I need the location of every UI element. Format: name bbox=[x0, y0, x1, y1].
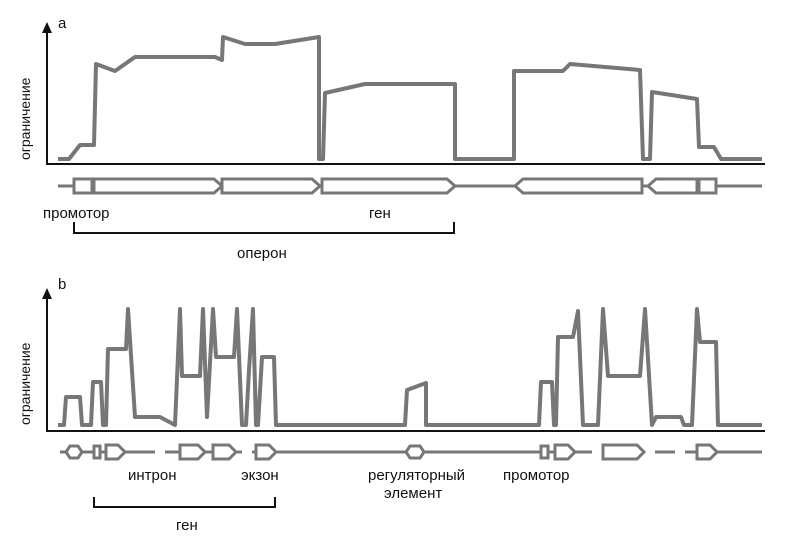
panel-a-axes: ограничение bbox=[17, 22, 765, 165]
panel-b-regulatory-label-line2: элемент bbox=[384, 485, 442, 502]
panel-b-letter: b bbox=[58, 276, 66, 293]
panel-b-exon-7 bbox=[695, 443, 720, 461]
panel-b-exon-4 bbox=[254, 443, 279, 461]
panel-a-y-axis-arrow bbox=[42, 22, 52, 33]
panel-a-gene-3 bbox=[320, 177, 458, 195]
panel-a-y-axis-label: ограничение bbox=[17, 77, 33, 160]
panel-b-y-axis-label: ограничение bbox=[17, 342, 33, 425]
panel-a-gene-5 bbox=[645, 177, 699, 195]
panel-b-exon-1 bbox=[104, 443, 128, 461]
panel-a-operon-bracket bbox=[73, 222, 455, 234]
panel-b-exon-3 bbox=[211, 443, 239, 461]
panel-a-gene-label: ген bbox=[369, 205, 391, 222]
panel-b-promoter-label: промотор bbox=[503, 467, 570, 484]
panel-a-profile bbox=[58, 35, 762, 161]
panel-a-gene-1 bbox=[92, 177, 225, 195]
panel-a-promoter-box-2 bbox=[697, 177, 718, 195]
panel-b-regulatory-label-line1: регуляторный bbox=[368, 467, 465, 484]
panel-a-gene-4 bbox=[512, 177, 644, 195]
panel-b-gene-bracket bbox=[93, 497, 276, 508]
panel-b-exon-2 bbox=[178, 443, 208, 461]
panel-b-y-axis-arrow bbox=[42, 288, 52, 299]
panel-a-gene-2 bbox=[220, 177, 323, 195]
panel-b-gene-track bbox=[60, 443, 762, 461]
panel-b-promoter-box-2 bbox=[539, 444, 550, 460]
panel-b-intron-label: интрон bbox=[128, 467, 177, 484]
panel-b-regulatory-element-1 bbox=[64, 444, 84, 460]
panel-b-axes: ограничение bbox=[17, 288, 765, 432]
panel-b-promoter-box-1 bbox=[92, 444, 102, 460]
panel-a-operon-label: оперон bbox=[237, 245, 287, 262]
panel-b-regulatory-element-2 bbox=[404, 444, 426, 460]
panel-b-gene-label: ген bbox=[176, 517, 198, 534]
panel-b-exon-5 bbox=[553, 443, 578, 461]
panel-a-promoter-label: промотор bbox=[43, 205, 110, 222]
panel-a-promoter-box bbox=[72, 177, 94, 195]
panel-b-exon-6 bbox=[601, 443, 647, 461]
panel-b-profile bbox=[58, 307, 762, 427]
panel-b-exon-label: экзон bbox=[241, 467, 279, 484]
panel-a: a ограничение промотор ген оперон bbox=[17, 15, 765, 262]
panel-a-letter: a bbox=[58, 15, 67, 32]
panel-b: b ограничение интрон bbox=[17, 276, 765, 534]
panel-a-gene-track bbox=[58, 177, 762, 195]
